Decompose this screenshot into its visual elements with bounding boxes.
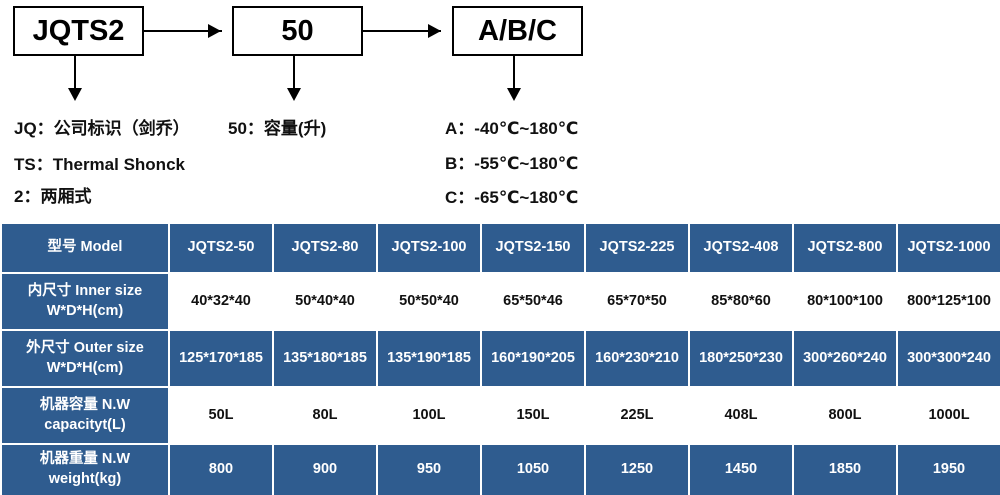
- cell-machine-capacity-5: 408L: [690, 388, 792, 443]
- row-label-machine-capacity: 机器容量 N.W capacityt(L): [2, 388, 168, 443]
- cell-inner-size-4: 65*70*50: [586, 274, 688, 329]
- cell-outer-size-6: 300*260*240: [794, 331, 896, 386]
- header-model-3: JQTS2-150: [482, 224, 584, 272]
- row-label-inner-size-line1: 内尺寸 Inner size: [27, 282, 143, 299]
- cell-inner-size-6: 80*100*100: [794, 274, 896, 329]
- cell-machine-capacity-3: 150L: [482, 388, 584, 443]
- diagram-box-capacity: 50: [232, 6, 363, 56]
- connector-line-down-2: [293, 56, 295, 90]
- diagram-box-temp-code-label: A/B/C: [478, 14, 557, 47]
- table-row-machine-capacity: 机器容量 N.W capacityt(L) 50L 80L 100L 150L …: [2, 388, 1000, 443]
- header-model-0: JQTS2-50: [170, 224, 272, 272]
- connector-line-2: [363, 30, 441, 32]
- diagram-box-temp-code: A/B/C: [452, 6, 583, 56]
- header-model-5: JQTS2-408: [690, 224, 792, 272]
- table-row-inner-size: 内尺寸 Inner size W*D*H(cm) 40*32*40 50*40*…: [2, 274, 1000, 329]
- row-label-machine-capacity-line1: 机器容量 N.W: [39, 396, 131, 413]
- cell-outer-size-4: 160*230*210: [586, 331, 688, 386]
- table-row-machine-weight: 机器重量 N.W weight(kg) 800 900 950 1050 125…: [2, 445, 1000, 495]
- cell-machine-capacity-0: 50L: [170, 388, 272, 443]
- arrow-right-icon-1: [208, 24, 221, 38]
- cell-inner-size-5: 85*80*60: [690, 274, 792, 329]
- diagram-box-model-prefix-label: JQTS2: [32, 14, 125, 47]
- header-model-4: JQTS2-225: [586, 224, 688, 272]
- cell-inner-size-2: 50*50*40: [378, 274, 480, 329]
- cell-machine-weight-2: 950: [378, 445, 480, 495]
- cell-outer-size-2: 135*190*185: [378, 331, 480, 386]
- cell-machine-weight-4: 1250: [586, 445, 688, 495]
- cell-machine-capacity-7: 1000L: [898, 388, 1000, 443]
- arrow-down-icon-3: [507, 88, 521, 101]
- legend-jq: JQ：公司标识（剑乔）: [14, 119, 190, 138]
- cell-inner-size-3: 65*50*46: [482, 274, 584, 329]
- specification-table: 型号 Model JQTS2-50 JQTS2-80 JQTS2-100 JQT…: [0, 222, 1000, 495]
- header-model-6: JQTS2-800: [794, 224, 896, 272]
- row-label-machine-weight-line2: weight(kg): [48, 471, 122, 487]
- cell-machine-capacity-4: 225L: [586, 388, 688, 443]
- connector-line-1: [144, 30, 222, 32]
- connector-line-down-3: [513, 56, 515, 90]
- cell-outer-size-0: 125*170*185: [170, 331, 272, 386]
- cell-machine-weight-1: 900: [274, 445, 376, 495]
- legend-2: 2：两厢式: [14, 187, 92, 206]
- row-label-inner-size: 内尺寸 Inner size W*D*H(cm): [2, 274, 168, 329]
- cell-machine-weight-6: 1850: [794, 445, 896, 495]
- header-model-2: JQTS2-100: [378, 224, 480, 272]
- cell-machine-weight-5: 1450: [690, 445, 792, 495]
- cell-outer-size-3: 160*190*205: [482, 331, 584, 386]
- table-header-row: 型号 Model JQTS2-50 JQTS2-80 JQTS2-100 JQT…: [2, 224, 1000, 272]
- header-model-1: JQTS2-80: [274, 224, 376, 272]
- legend-temp-c: C：-65℃~180℃: [445, 188, 579, 207]
- legend-capacity: 50：容量(升): [228, 119, 327, 138]
- row-label-outer-size-line1: 外尺寸 Outer size: [26, 339, 144, 356]
- diagram-box-model-prefix: JQTS2: [13, 6, 144, 56]
- row-label-machine-weight-line1: 机器重量 N.W: [39, 451, 131, 468]
- arrow-right-icon-2: [428, 24, 441, 38]
- arrow-down-icon-1: [68, 88, 82, 101]
- diagram-box-capacity-label: 50: [281, 14, 314, 47]
- legend-ts: TS：Thermal Shonck: [14, 155, 185, 174]
- header-label-model: 型号 Model: [2, 224, 168, 272]
- row-label-machine-capacity-line2: capacityt(L): [44, 416, 126, 433]
- table-row-outer-size: 外尺寸 Outer size W*D*H(cm) 125*170*185 135…: [2, 331, 1000, 386]
- cell-outer-size-5: 180*250*230: [690, 331, 792, 386]
- cell-inner-size-7: 800*125*100: [898, 274, 1000, 329]
- connector-line-down-1: [74, 56, 76, 90]
- cell-machine-capacity-2: 100L: [378, 388, 480, 443]
- cell-inner-size-1: 50*40*40: [274, 274, 376, 329]
- cell-machine-weight-7: 1950: [898, 445, 1000, 495]
- cell-machine-weight-3: 1050: [482, 445, 584, 495]
- cell-machine-capacity-1: 80L: [274, 388, 376, 443]
- row-label-inner-size-line2: W*D*H(cm): [46, 302, 124, 319]
- cell-machine-capacity-6: 800L: [794, 388, 896, 443]
- arrow-down-icon-2: [287, 88, 301, 101]
- legend-temp-a: A：-40℃~180℃: [445, 119, 579, 138]
- cell-outer-size-7: 300*300*240: [898, 331, 1000, 386]
- row-label-outer-size: 外尺寸 Outer size W*D*H(cm): [2, 331, 168, 386]
- model-code-diagram: JQTS2 50 A/B/C JQ：公司标识（剑乔） TS：Thermal Sh…: [0, 0, 1000, 215]
- cell-outer-size-1: 135*180*185: [274, 331, 376, 386]
- row-label-machine-weight: 机器重量 N.W weight(kg): [2, 445, 168, 495]
- legend-temp-b: B：-55℃~180℃: [445, 154, 579, 173]
- row-label-outer-size-line2: W*D*H(cm): [46, 359, 124, 376]
- header-model-7: JQTS2-1000: [898, 224, 1000, 272]
- cell-machine-weight-0: 800: [170, 445, 272, 495]
- cell-inner-size-0: 40*32*40: [170, 274, 272, 329]
